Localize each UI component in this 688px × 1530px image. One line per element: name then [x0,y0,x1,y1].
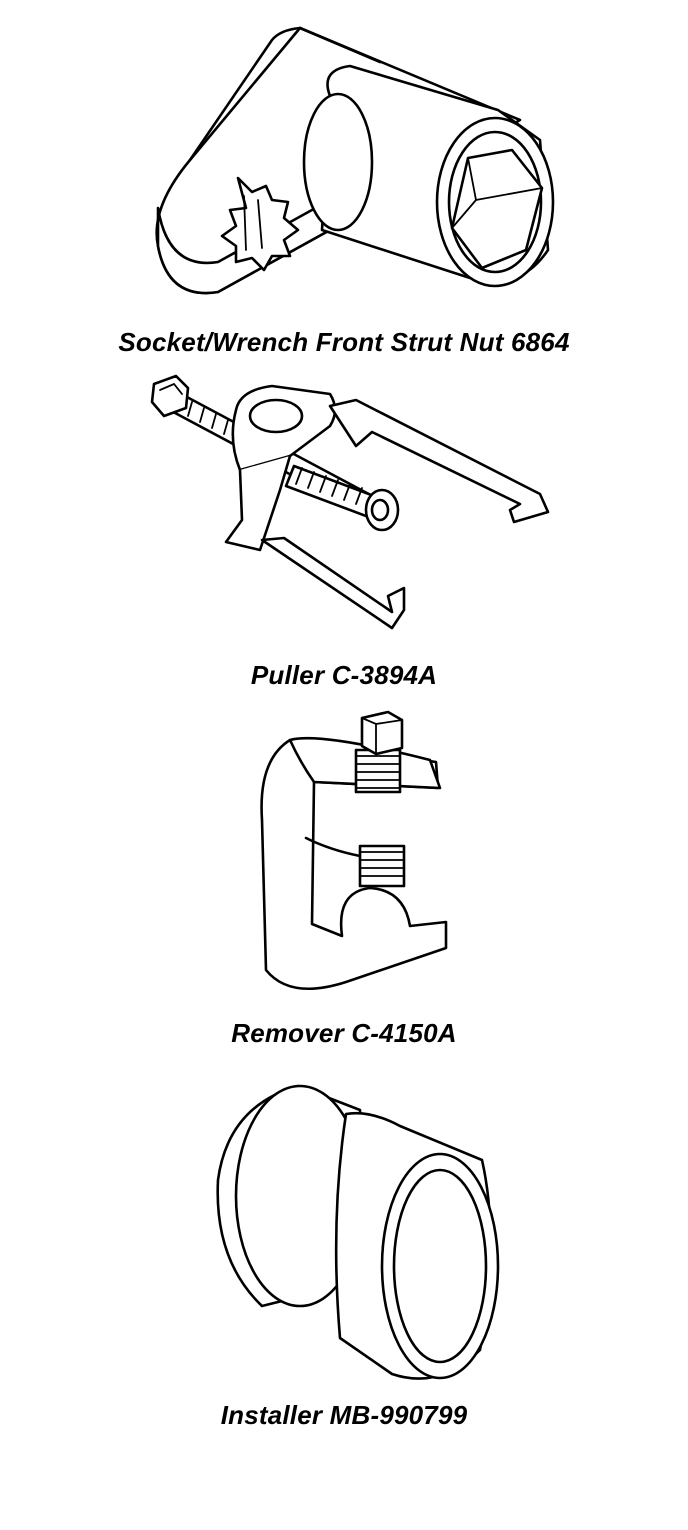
tool-installer: Installer MB-990799 [0,1070,688,1430]
tool-caption: Installer MB-990799 [220,1400,468,1430]
tool-socket-wrench: Socket/Wrench Front Strut Nut 6864 [0,0,688,357]
tool-caption: Puller C-3894A [250,660,438,690]
tool-remover: Remover C-4150A [0,700,688,1048]
remover-icon [260,710,448,991]
tool-caption: Socket/Wrench Front Strut Nut 6864 [118,327,570,357]
puller-icon [150,374,550,630]
socket-wrench-icon [155,26,555,295]
tool-caption: Remover C-4150A [231,1018,457,1048]
installer-icon [216,1084,500,1380]
tool-puller: Puller C-3894A [0,370,688,690]
